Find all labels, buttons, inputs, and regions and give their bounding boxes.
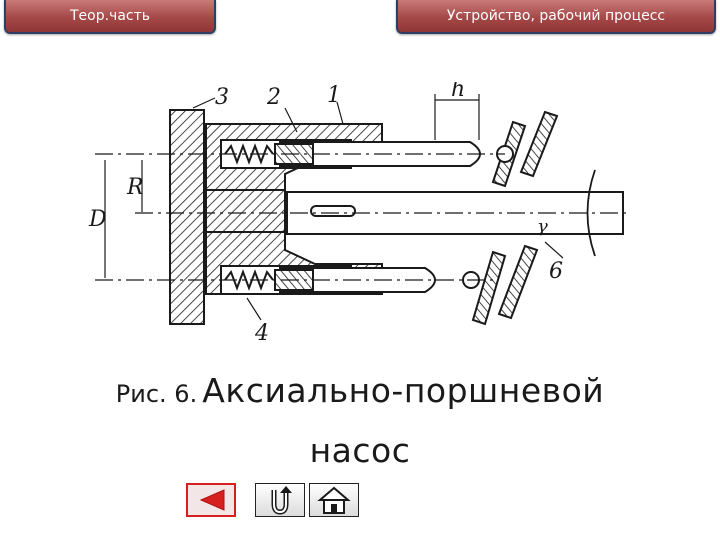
tab-theory[interactable]: Теор.часть	[4, 0, 216, 34]
back-triangle-icon	[199, 489, 225, 511]
label-1: 1	[327, 83, 341, 108]
label-R: R	[126, 175, 144, 200]
figure-title-line1: Аксиально-поршневой	[202, 371, 605, 410]
u-turn-icon	[271, 486, 292, 515]
lower-spring	[224, 269, 274, 291]
figure-title-line2: насос	[309, 431, 411, 470]
figure-caption: Рис. 6. Аксиально-поршневой насос	[60, 364, 660, 484]
label-h: h	[451, 82, 465, 102]
label-6: 6	[549, 259, 563, 284]
label-4: 4	[254, 321, 269, 346]
figure-number: Рис. 6.	[115, 380, 198, 408]
tab-device-label: Устройство, рабочий процесс	[446, 8, 666, 24]
tab-theory-label: Теор.часть	[69, 8, 151, 24]
house-icon	[317, 486, 351, 514]
return-button[interactable]	[255, 483, 305, 517]
label-3: 3	[215, 85, 229, 110]
pump-schematic-drawing: 3 2 1 h R D 6 4 γ	[88, 82, 630, 346]
tab-device-working-process[interactable]: Устройство, рабочий процесс	[396, 0, 716, 34]
label-D: D	[88, 207, 107, 232]
back-button[interactable]	[186, 483, 236, 517]
swash-plate-lower	[471, 250, 507, 326]
label-2: 2	[266, 85, 281, 110]
home-button[interactable]	[309, 483, 359, 517]
upper-spring	[224, 143, 274, 165]
distribution-plate	[169, 109, 205, 325]
label-gamma: γ	[537, 216, 548, 237]
